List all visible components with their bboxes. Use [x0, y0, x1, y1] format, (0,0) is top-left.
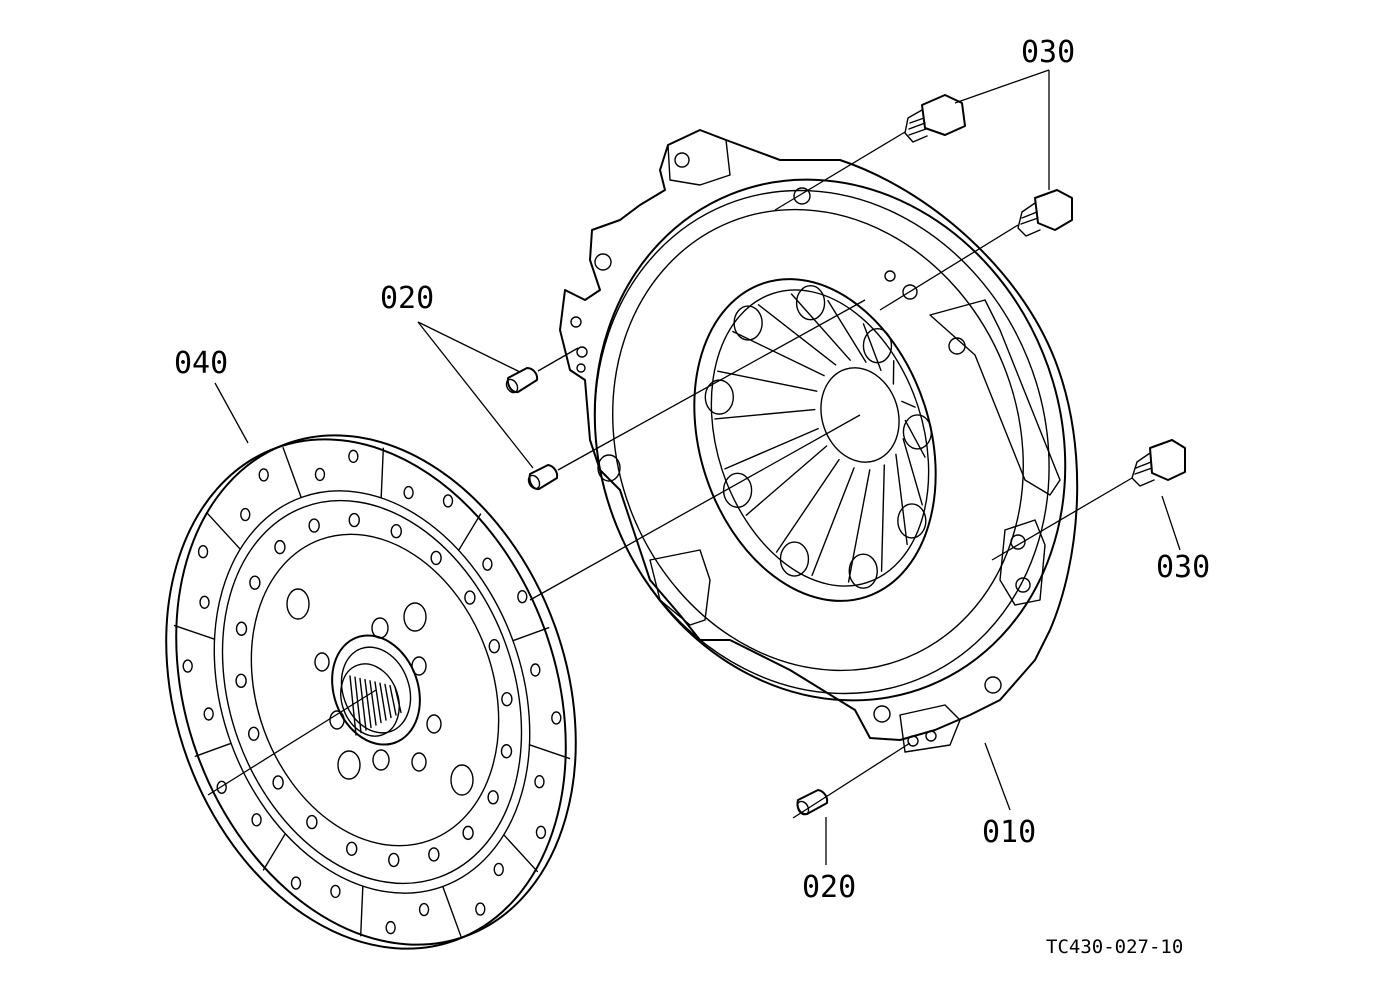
bolt-right: [1131, 439, 1186, 487]
dowel-pin-middle: [527, 464, 559, 491]
bolt-top: [904, 94, 966, 143]
label-040: 040: [174, 346, 229, 381]
label-020-upper: 020: [380, 281, 435, 316]
clutch-disc: [165, 434, 577, 950]
label-030-top: 030: [1021, 35, 1076, 70]
dowel-pin-upper: [505, 367, 539, 394]
label-010: 010: [982, 815, 1037, 850]
bolt-middle: [1017, 189, 1073, 237]
clutch-cover-assembly: [559, 129, 1079, 753]
label-030-right: 030: [1156, 550, 1211, 585]
label-020-lower: 020: [802, 870, 857, 905]
drawing-code: TC430-027-10: [1046, 936, 1184, 958]
dowel-pin-lower: [796, 789, 829, 816]
leader-lines: [207, 69, 1181, 865]
